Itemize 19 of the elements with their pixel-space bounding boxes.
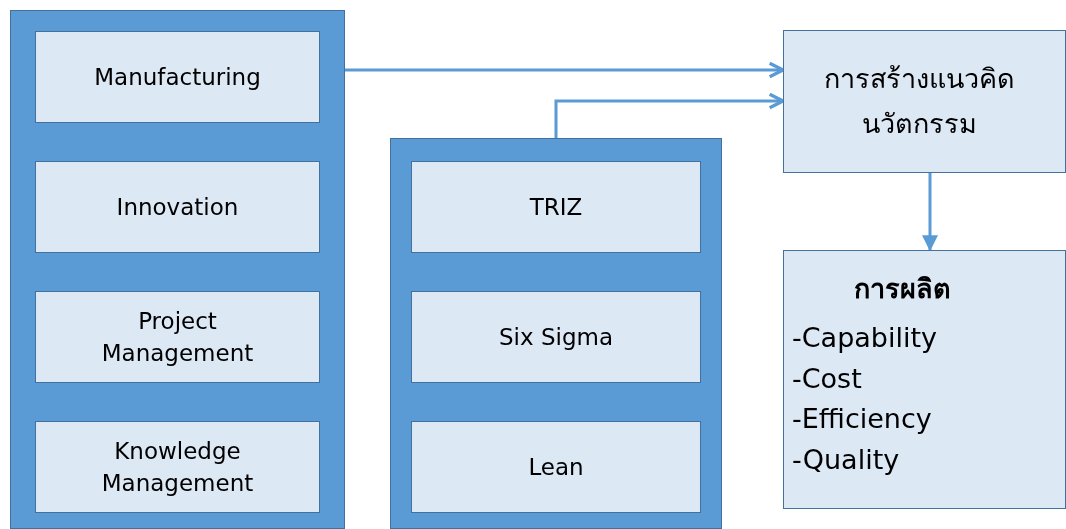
process-box: Manufacturing bbox=[35, 31, 320, 123]
list-item: -Cost bbox=[792, 361, 862, 396]
process-box: การสร้างแนวคิดนวัตกรรม bbox=[783, 30, 1066, 173]
process-box: Six Sigma bbox=[411, 291, 701, 383]
list-item: -Efficiency bbox=[792, 402, 932, 436]
process-box: Lean bbox=[411, 421, 701, 513]
arrow bbox=[554, 92, 785, 138]
process-box bbox=[783, 250, 1066, 509]
list-item: -Capability bbox=[792, 321, 938, 355]
box-heading: การผลิต bbox=[854, 272, 951, 306]
column-panel bbox=[390, 138, 722, 529]
process-box: Project Management bbox=[35, 291, 320, 383]
arrow bbox=[922, 173, 938, 252]
process-box: TRIZ bbox=[411, 161, 701, 253]
list-item: -Quality bbox=[792, 442, 900, 477]
process-box: Innovation bbox=[35, 161, 320, 253]
arrow bbox=[345, 61, 785, 79]
column-panel bbox=[10, 10, 345, 529]
process-box: Knowledge Management bbox=[35, 421, 320, 513]
